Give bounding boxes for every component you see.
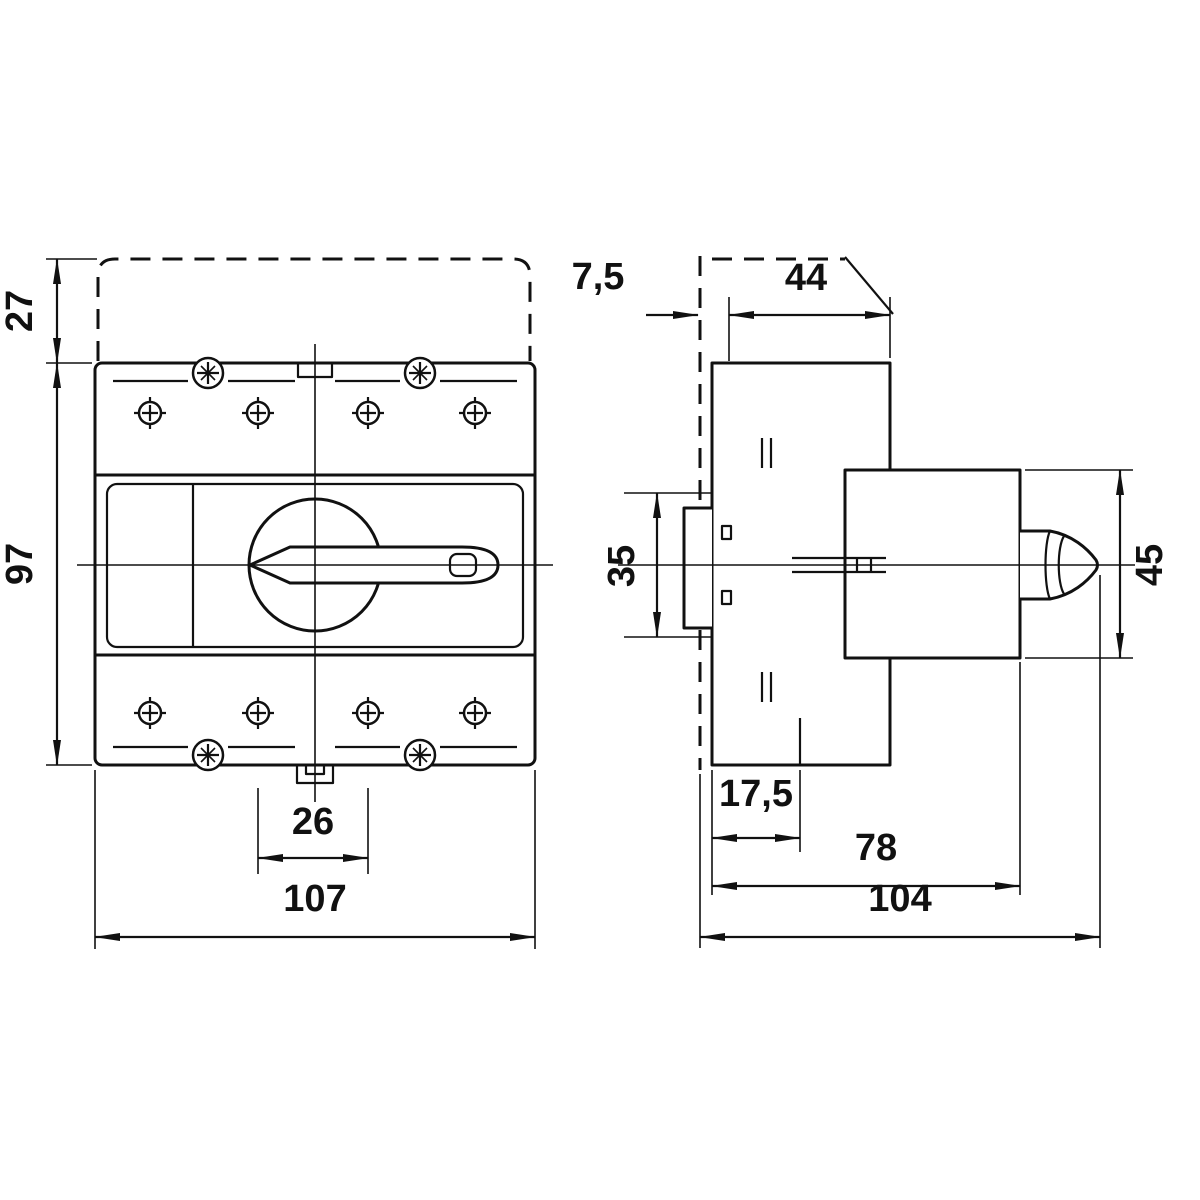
fixing-screws	[191, 356, 437, 772]
dim-body-width: 107	[94, 770, 536, 949]
dim-front-depth: 78	[711, 662, 1021, 895]
corner-cut-diagonal	[844, 256, 894, 315]
din-rail-clip	[682, 506, 733, 630]
terminal-screw-icon	[242, 697, 274, 729]
dim-label-26: 26	[292, 801, 334, 843]
front-view: 27 97 26 107	[0, 257, 553, 949]
phillips-screw-icon	[403, 738, 437, 772]
dim-label-44: 44	[785, 257, 827, 299]
dim-label-7-5: 7,5	[572, 256, 625, 298]
dim-label-97: 97	[0, 543, 41, 585]
dim-body-depth: 44	[728, 257, 891, 358]
dim-mount-offset: 7,5	[572, 256, 730, 361]
dim-label-27: 27	[0, 290, 41, 332]
terminal-channel-top	[760, 438, 773, 468]
dim-label-107: 107	[283, 878, 346, 920]
dim-label-45: 45	[1129, 544, 1171, 586]
terminal-screw-icon	[459, 697, 491, 729]
dim-label-35: 35	[601, 545, 643, 587]
terminal-screw-icon	[459, 397, 491, 429]
handle-mechanism-box	[843, 468, 1022, 660]
terminal-screw-icon	[242, 397, 274, 429]
terminal-channel-bottom	[760, 672, 773, 702]
phillips-screw-icon	[191, 356, 225, 390]
phillips-screw-icon	[403, 356, 437, 390]
terminal-screw-icon	[134, 397, 166, 429]
dim-total-depth: 104	[699, 575, 1101, 948]
terminal-screws-bottom	[134, 697, 491, 729]
dim-din-cutout: 35	[601, 492, 712, 638]
dim-label-78: 78	[855, 827, 897, 869]
dim-body-height: 97	[0, 362, 92, 766]
dim-label-17-5: 17,5	[719, 773, 793, 815]
terminal-screws-top	[134, 397, 491, 429]
dim-top-offset: 27	[0, 258, 97, 364]
dim-foot-depth: 17,5	[711, 770, 801, 895]
accessory-dashed-outline	[96, 257, 532, 361]
terminal-screw-icon	[134, 697, 166, 729]
dim-label-104: 104	[868, 878, 931, 920]
side-view: 7,5 44 35 45 17,5 78	[572, 256, 1171, 948]
terminal-screw-icon	[352, 397, 384, 429]
terminal-screw-icon	[352, 697, 384, 729]
dim-slot-spacing: 26	[257, 788, 369, 874]
dim-handle-height: 45	[1025, 469, 1171, 659]
phillips-screw-icon	[191, 738, 225, 772]
